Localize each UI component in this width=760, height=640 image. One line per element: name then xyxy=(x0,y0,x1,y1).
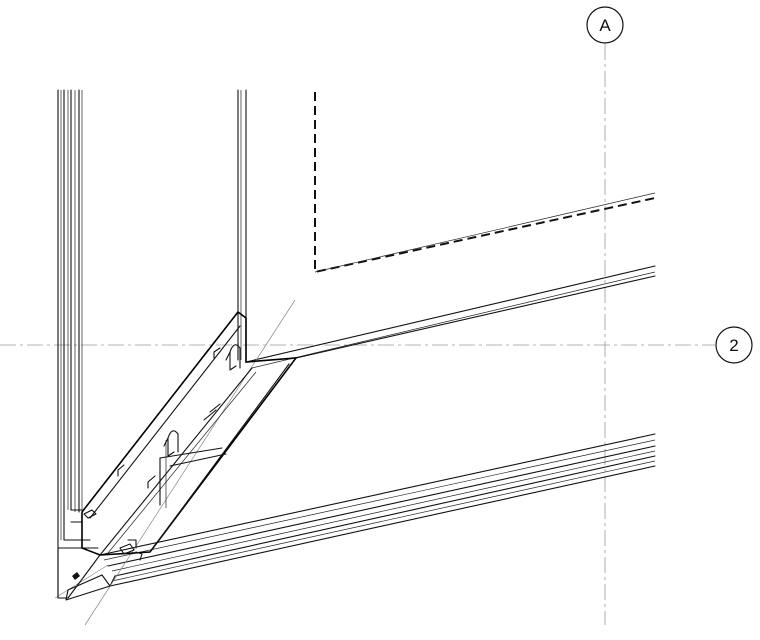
grid-bubble-a: A xyxy=(586,6,624,44)
grid-label-a: A xyxy=(599,16,611,35)
grid-bubble-2: 2 xyxy=(715,326,753,364)
grid-label-2: 2 xyxy=(729,336,738,355)
mid-vertical-panel-edge xyxy=(237,89,247,363)
left-vertical-frame xyxy=(57,89,99,599)
lower-sloped-frame xyxy=(99,433,656,587)
hidden-outline xyxy=(314,92,656,274)
upper-sloped-panel xyxy=(245,192,656,369)
section-cut-lines xyxy=(54,299,296,626)
diagonal-corner-profile xyxy=(57,310,298,601)
